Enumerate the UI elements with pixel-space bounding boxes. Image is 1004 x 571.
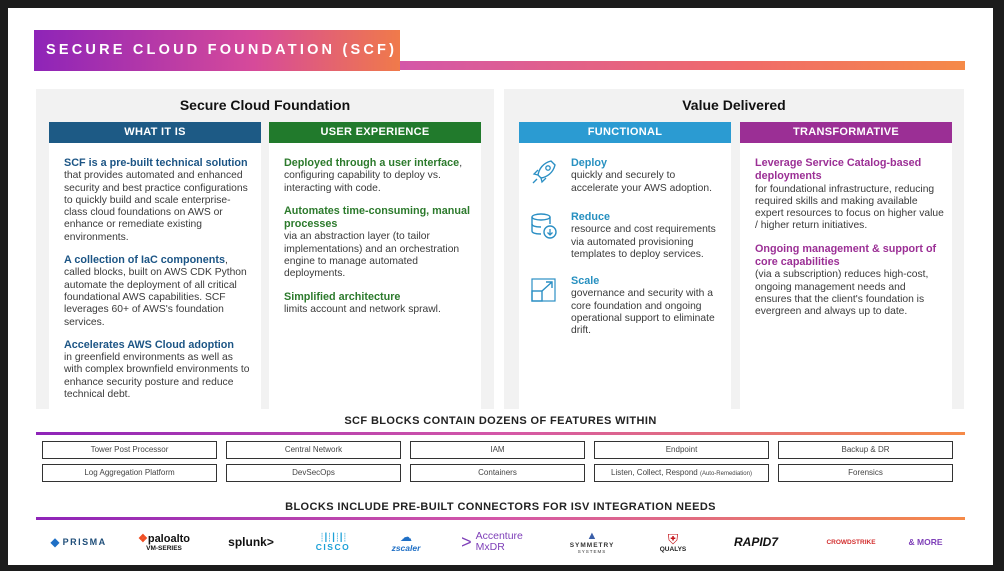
- cisco-logo: ┊┃┊┃┊┃┊ CISCO: [315, 532, 351, 552]
- feature-box: Endpoint: [594, 441, 769, 459]
- splunk-logo: splunk>: [228, 535, 274, 549]
- list-item: Deploy quickly and securely to accelerat…: [519, 157, 723, 197]
- database-icon: [531, 213, 557, 239]
- feature-box: DevSecOps: [226, 464, 401, 482]
- rocket-icon: [532, 160, 556, 184]
- column-header: FUNCTIONAL: [519, 122, 731, 143]
- feature-box: Log Aggregation Platform: [42, 464, 217, 482]
- title-accent-line: [400, 61, 965, 70]
- connectors-heading: BLOCKS INCLUDE PRE-BUILT CONNECTORS FOR …: [285, 501, 716, 513]
- features-grid: Tower Post Processor Central Network IAM…: [42, 441, 958, 485]
- feature-box: Central Network: [226, 441, 401, 459]
- panel-heading: Value Delivered: [682, 97, 786, 113]
- panel-secure-cloud-foundation: Secure Cloud Foundation WHAT IT IS SCF i…: [36, 89, 494, 409]
- features-heading: SCF BLOCKS CONTAIN DOZENS OF FEATURES WI…: [344, 415, 657, 427]
- column-transformative: TRANSFORMATIVE Leverage Service Catalog-…: [740, 122, 952, 409]
- list-item: Reduce resource and cost requirements vi…: [519, 211, 723, 261]
- page-title: SECURE CLOUD FOUNDATION (SCF): [46, 42, 398, 58]
- feature-box: IAM: [410, 441, 585, 459]
- qualys-logo: ⛨ QUALYS: [659, 530, 687, 553]
- features-divider: [36, 432, 965, 435]
- feature-box: Tower Post Processor: [42, 441, 217, 459]
- feature-box: Containers: [410, 464, 585, 482]
- list-item: Ongoing management & support of core cap…: [755, 242, 937, 318]
- feature-box: Forensics: [778, 464, 953, 482]
- scale-icon: [531, 278, 556, 302]
- logo-row: ◆ PRISMA ❖paloalto VM-SERIES splunk> ┊┃┊…: [36, 527, 965, 557]
- feature-box: Backup & DR: [778, 441, 953, 459]
- connectors-divider: [36, 517, 965, 520]
- more-label: & MORE: [908, 537, 943, 547]
- column-header: USER EXPERIENCE: [269, 122, 481, 143]
- prisma-logo: ◆ PRISMA: [50, 535, 107, 549]
- accenture-logo: > Accenture MxDR: [461, 530, 523, 553]
- list-item: Scale governance and security with a cor…: [519, 275, 723, 337]
- rapid7-logo: RAPID7: [733, 535, 778, 549]
- list-item: Deployed through a user interface, confi…: [284, 157, 463, 194]
- column-functional: FUNCTIONAL Deploy quickly and securely t…: [519, 122, 731, 409]
- list-item: Leverage Service Catalog-based deploymen…: [755, 157, 944, 232]
- column-header: TRANSFORMATIVE: [740, 122, 952, 143]
- panel-value-delivered: Value Delivered FUNCTIONAL Deploy quickl…: [504, 89, 964, 409]
- column-header: WHAT IT IS: [49, 122, 261, 143]
- title-bar: SECURE CLOUD FOUNDATION (SCF): [34, 30, 400, 71]
- column-what-it-is: WHAT IT IS SCF is a pre-built technical …: [49, 122, 261, 409]
- symmetry-logo: ▲ SYMMETRY SYSTEMS: [569, 529, 615, 554]
- column-user-experience: USER EXPERIENCE Deployed through a user …: [269, 122, 481, 409]
- zscaler-logo: ☁ zscaler: [391, 530, 421, 553]
- list-item: SCF is a pre-built technical solution th…: [64, 157, 248, 243]
- paloalto-logo: ❖paloalto VM-SERIES: [137, 533, 191, 552]
- slide: SECURE CLOUD FOUNDATION (SCF) Secure Clo…: [8, 8, 993, 565]
- feature-box: Listen, Collect, Respond (Auto-Remediati…: [594, 464, 769, 482]
- crowdstrike-logo: CROWDSTRIKE: [826, 538, 876, 546]
- list-item: Automates time-consuming, manual process…: [284, 204, 470, 280]
- list-item: A collection of IaC components, called b…: [64, 254, 247, 328]
- list-item: Accelerates AWS Cloud adoption in greenf…: [64, 338, 250, 401]
- list-item: Simplified architecture limits account a…: [284, 290, 441, 315]
- panel-heading: Secure Cloud Foundation: [179, 97, 351, 113]
